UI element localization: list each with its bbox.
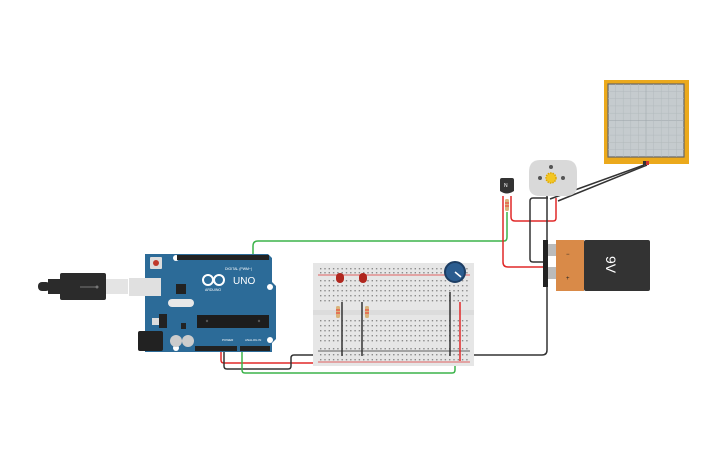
atmega-chip [197, 315, 269, 328]
capacitor [182, 335, 194, 347]
npn-transistor[interactable]: N [500, 178, 514, 194]
wire-scope-red[interactable] [557, 164, 648, 202]
usb-port [129, 278, 161, 296]
oscilloscope[interactable] [604, 80, 689, 165]
resistor-3[interactable] [505, 199, 509, 211]
analog-header [240, 346, 270, 351]
transistor-label: N [504, 183, 508, 189]
battery-voltage-label: 9V [603, 256, 619, 274]
wire-green-analog[interactable] [241, 302, 456, 374]
analog-label: ANALOG IN [245, 338, 261, 342]
resistor-1[interactable] [336, 306, 340, 318]
digital-header [177, 255, 269, 260]
wire-red-motor[interactable] [510, 196, 557, 222]
power-header [195, 346, 237, 351]
power-jack [138, 331, 163, 351]
potentiometer-knob[interactable] [454, 271, 462, 278]
motor-gear-icon [545, 172, 557, 184]
arduino-model-text: UNO [233, 276, 255, 287]
led-2[interactable] [359, 273, 367, 283]
crystal [168, 299, 194, 307]
potentiometer[interactable] [444, 261, 466, 283]
oscilloscope-grid [608, 84, 684, 157]
led-1[interactable] [336, 273, 344, 283]
breadboard-holes [320, 268, 468, 361]
wire-red-battery-plus[interactable] [502, 196, 548, 268]
digital-label: DIGITAL (PWM~) [225, 267, 252, 271]
resistor-2[interactable] [365, 306, 369, 318]
wire-black-gnd[interactable] [223, 350, 322, 370]
arduino-logo-text: ARDUINO [205, 288, 221, 292]
dc-motor[interactable] [529, 160, 577, 196]
usb-symbol-icon [80, 285, 99, 289]
battery-minus-label: − [566, 252, 570, 258]
power-label: POWER [222, 338, 234, 342]
capacitor [170, 335, 182, 347]
battery-9v[interactable]: − + 9V [543, 240, 650, 291]
wire-black-battery-ground[interactable] [464, 196, 548, 356]
arduino-uno[interactable]: ARDUINO UNO DIGITAL (PWM~) POWER ANALOG … [129, 254, 276, 352]
arduino-logo-icon [202, 274, 225, 286]
battery-plus-label: + [566, 276, 570, 282]
usb-cable[interactable] [38, 273, 128, 300]
wire-black-motor[interactable] [529, 197, 548, 263]
wire-green-digital[interactable] [252, 212, 508, 258]
